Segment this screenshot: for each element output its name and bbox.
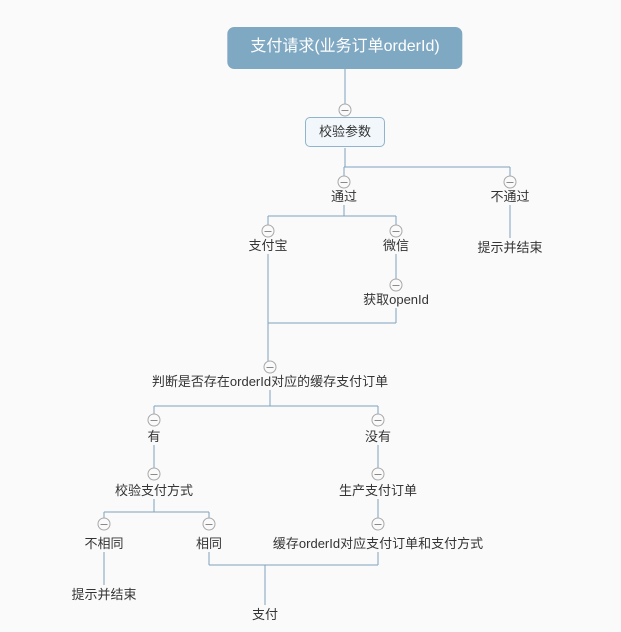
flow-node-n16[interactable]: 缓存orderId对应支付订单和支付方式 — [273, 537, 483, 550]
flow-node-n7[interactable]: 微信 — [383, 239, 409, 252]
collapse-toggle-icon[interactable] — [337, 175, 351, 189]
flow-node-n5[interactable]: 提示并结束 — [477, 241, 542, 254]
collapse-toggle-icon[interactable] — [261, 224, 275, 238]
collapse-toggle-icon[interactable] — [263, 360, 277, 374]
flow-node-n3[interactable]: 通过 — [331, 190, 357, 203]
collapse-toggle-icon[interactable] — [97, 517, 111, 531]
collapse-toggle-icon[interactable] — [202, 517, 216, 531]
flow-node-label: 获取openId — [363, 292, 429, 307]
flow-node-n9[interactable]: 判断是否存在orderId对应的缓存支付订单 — [152, 375, 388, 388]
flow-node-label: 通过 — [330, 189, 358, 204]
flow-node-label: 提示并结束 — [477, 240, 543, 255]
flow-node-n8[interactable]: 获取openId — [363, 293, 429, 306]
flow-node-label: 生产支付订单 — [338, 483, 418, 498]
flow-node-label: 没有 — [364, 429, 392, 444]
flow-node-label: 支付宝 — [248, 238, 288, 253]
collapse-toggle-icon[interactable] — [371, 517, 385, 531]
collapse-toggle-icon[interactable] — [147, 467, 161, 481]
flow-node-label: 校验参数 — [318, 124, 372, 139]
flow-node-label: 校验支付方式 — [114, 483, 194, 498]
collapse-toggle-icon[interactable] — [371, 467, 385, 481]
flow-node-n10[interactable]: 有 — [147, 430, 160, 443]
collapse-toggle-icon[interactable] — [503, 175, 517, 189]
flow-node-label: 有 — [147, 429, 161, 444]
collapse-toggle-icon[interactable] — [147, 413, 161, 427]
collapse-toggle-icon[interactable] — [371, 413, 385, 427]
flow-node-label: 微信 — [382, 238, 410, 253]
flow-node-label: 缓存orderId对应支付订单和支付方式 — [272, 536, 484, 551]
flow-node-label: 提示并结束 — [71, 587, 137, 602]
flow-node-n2[interactable]: 校验参数 — [304, 117, 386, 147]
collapse-toggle-icon[interactable] — [338, 103, 352, 117]
flow-node-label: 不相同 — [84, 536, 124, 551]
flow-node-n18[interactable]: 支付 — [252, 608, 278, 621]
flow-node-label: 相同 — [195, 536, 223, 551]
flow-node-label: 判断是否存在orderId对应的缓存支付订单 — [151, 374, 389, 389]
flow-node-label: 支付 — [251, 607, 279, 622]
flow-node-n14[interactable]: 不相同 — [84, 537, 123, 550]
flow-node-label: 支付请求(业务订单orderId) — [250, 38, 440, 55]
flow-node-n6[interactable]: 支付宝 — [248, 239, 287, 252]
collapse-toggle-icon[interactable] — [389, 278, 403, 292]
flow-node-n13[interactable]: 生产支付订单 — [339, 484, 417, 497]
flow-node-n12[interactable]: 校验支付方式 — [115, 484, 193, 497]
flow-node-n11[interactable]: 没有 — [365, 430, 391, 443]
flow-node-label: 不通过 — [490, 189, 530, 204]
flow-node-n4[interactable]: 不通过 — [490, 190, 529, 203]
collapse-toggle-icon[interactable] — [389, 224, 403, 238]
flow-node-n1[interactable]: 支付请求(业务订单orderId) — [227, 27, 463, 69]
flow-node-n17[interactable]: 提示并结束 — [71, 588, 136, 601]
flow-node-n15[interactable]: 相同 — [196, 537, 222, 550]
